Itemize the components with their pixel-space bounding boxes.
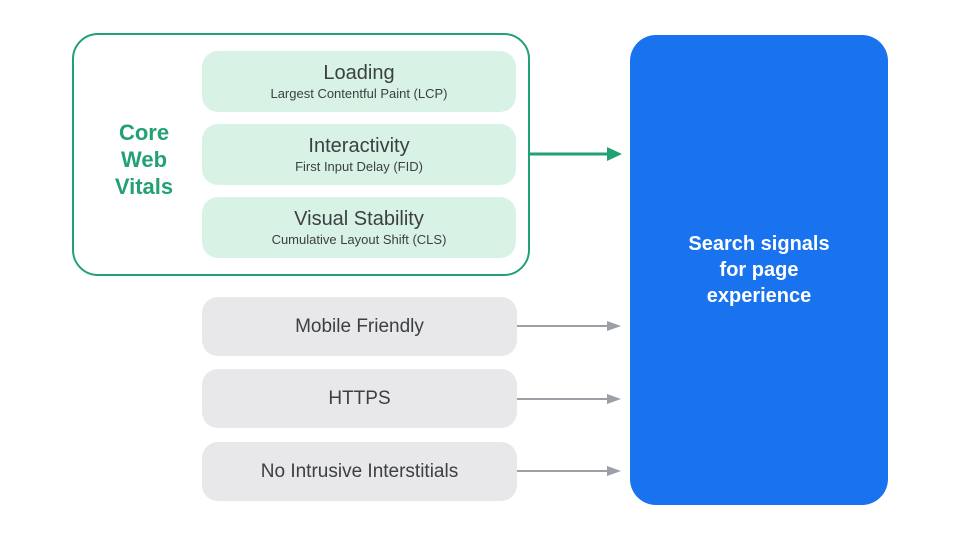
signal-mobile-friendly: Mobile Friendly	[202, 297, 517, 356]
core-web-vitals-label: Core Web Vitals	[92, 119, 196, 200]
signal-label: No Intrusive Interstitials	[260, 460, 459, 482]
result-box-line: for page	[719, 259, 799, 281]
gray-arrow-right-icon	[517, 319, 623, 338]
metric-title: Interactivity	[308, 135, 410, 157]
metric-subtitle: Largest Contentful Paint (LCP)	[270, 86, 448, 101]
signal-https: HTTPS	[202, 369, 517, 428]
core-web-vitals-label-line: Core	[118, 120, 170, 145]
signal-no-intrusive-interstitials: No Intrusive Interstitials	[202, 442, 517, 501]
metric-loading: Loading Largest Contentful Paint (LCP)	[202, 51, 516, 112]
core-web-vitals-label-line: Vitals	[114, 174, 174, 199]
metric-title: Loading	[323, 62, 395, 84]
gray-arrow-right-icon	[517, 392, 623, 411]
metric-title: Visual Stability	[294, 208, 424, 230]
metric-interactivity: Interactivity First Input Delay (FID)	[202, 124, 516, 185]
core-web-vitals-label-line: Web	[120, 147, 168, 172]
metric-subtitle: Cumulative Layout Shift (CLS)	[271, 232, 447, 247]
green-arrow-right-icon	[530, 144, 624, 169]
metric-subtitle: First Input Delay (FID)	[295, 159, 423, 174]
metric-visual-stability: Visual Stability Cumulative Layout Shift…	[202, 197, 516, 258]
gray-arrow-right-icon	[517, 464, 623, 483]
signal-label: HTTPS	[328, 387, 391, 409]
signal-label: Mobile Friendly	[295, 315, 424, 337]
result-box-line: experience	[706, 285, 812, 307]
result-box-line: Search signals	[688, 233, 830, 255]
search-signals-result-box: Search signals for page experience	[630, 35, 888, 505]
